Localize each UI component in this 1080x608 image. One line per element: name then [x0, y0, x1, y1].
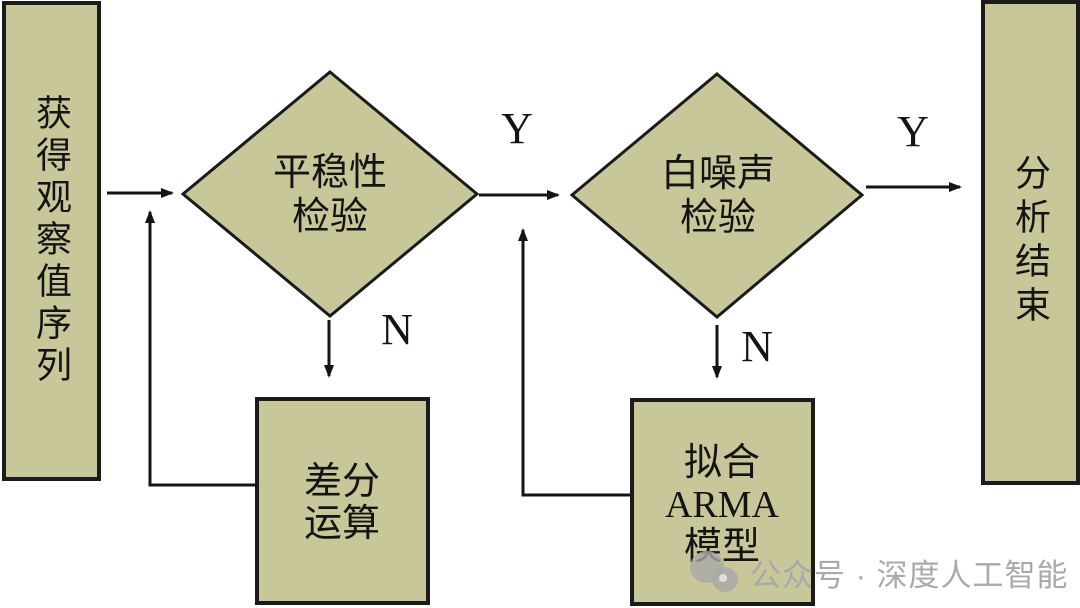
end-node-label: 分析结束 — [1010, 154, 1050, 330]
feedback-arma-to-main — [518, 228, 631, 497]
watermark-text: 公众号 · 深度人工智能 — [750, 558, 1069, 593]
difference-op-rect — [255, 397, 430, 605]
feedback-difference-to-main — [145, 210, 258, 487]
stationarity-no-label: N — [381, 305, 413, 354]
white-noise-test-diamond — [569, 72, 865, 319]
start-node-rect — [2, 1, 101, 481]
white-noise-test-label: 白噪声 检验 — [660, 153, 776, 239]
stationarity-yes-label: Y — [501, 104, 533, 153]
chat-bubbles-logo-icon — [688, 549, 746, 599]
white-noise-yes-label: Y — [897, 107, 929, 156]
difference-op-label: 差分 运算 — [303, 461, 381, 545]
chat-bubble-small — [712, 567, 738, 592]
stationarity-test-label: 平稳性 检验 — [272, 152, 388, 238]
stationarity-test-diamond — [180, 70, 480, 318]
start-node-label: 获得观察值序列 — [31, 94, 71, 388]
end-node-rect — [981, 0, 1080, 485]
white-noise-no-label: N — [741, 322, 773, 371]
